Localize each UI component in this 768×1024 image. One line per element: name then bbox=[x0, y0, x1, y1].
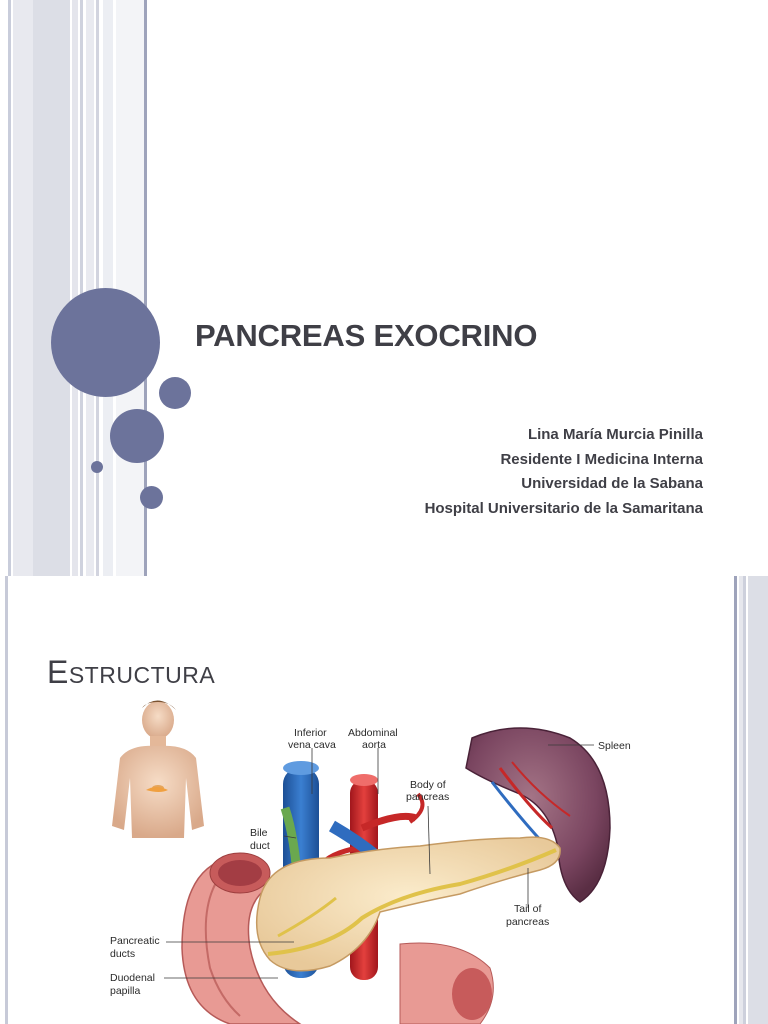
decorative-stripe bbox=[80, 0, 83, 576]
pancreas bbox=[255, 792, 561, 972]
label-leader-lines bbox=[164, 744, 594, 979]
author-hospital: Hospital Universitario de la Samaritana bbox=[424, 499, 703, 517]
author-name: Lina María Murcia Pinilla bbox=[527, 426, 703, 443]
author-role: Residente I Medicina Interna bbox=[500, 450, 703, 468]
decorative-circle-large bbox=[51, 288, 160, 397]
content-slide bbox=[0, 576, 768, 1024]
label-spleen: Spleen bbox=[598, 740, 631, 752]
label-pancreatic-ducts: Pancreatic ducts bbox=[110, 935, 163, 960]
decorative-stripe bbox=[86, 0, 94, 576]
decorative-stripe bbox=[116, 0, 144, 576]
label-tail-of-pancreas: Tail of pancreas bbox=[506, 903, 549, 928]
title-slide: PANCREAS EXOCRINO Lina María Murcia Pini… bbox=[8, 0, 703, 576]
decorative-stripe bbox=[0, 576, 5, 1024]
author-university: Universidad de la Sabana bbox=[521, 475, 703, 492]
decorative-stripe bbox=[743, 576, 746, 1024]
duodenum bbox=[181, 852, 494, 1024]
decorative-stripe bbox=[739, 576, 743, 1024]
decorative-stripe bbox=[5, 576, 8, 1024]
decorative-stripe bbox=[734, 576, 737, 1024]
title-rest: STRUCTURA bbox=[68, 662, 216, 688]
label-abdominal-aorta: Abdominal aorta bbox=[348, 727, 401, 751]
decorative-circle bbox=[140, 486, 163, 509]
slide-title: PANCREAS EXOCRINO bbox=[195, 318, 538, 353]
decorative-stripe bbox=[33, 0, 70, 576]
author-block: Lina María Murcia Pinilla Residente I Me… bbox=[425, 423, 703, 521]
slide-title: ESTRUCTURA bbox=[47, 654, 215, 691]
decorative-circle bbox=[159, 377, 191, 409]
title-initial: E bbox=[47, 654, 69, 690]
decorative-circle bbox=[110, 409, 164, 463]
human-figure-icon bbox=[112, 700, 204, 838]
decorative-stripe bbox=[8, 0, 11, 576]
vertical-rule bbox=[144, 0, 147, 576]
label-inferior-vena-cava: Inferior vena cava bbox=[288, 727, 336, 751]
label-bile-duct: Bile duct bbox=[250, 827, 270, 852]
decorative-circle-small bbox=[91, 461, 103, 473]
decorative-stripe bbox=[72, 0, 78, 576]
decorative-stripe bbox=[748, 576, 768, 1024]
decorative-stripe bbox=[13, 0, 33, 576]
label-duodenal-papilla: Duodenal papilla bbox=[110, 972, 158, 997]
label-body-of-pancreas: Body of pancreas bbox=[406, 779, 449, 803]
pancreas-anatomy-illustration: Inferior vena cava Abdominal aorta Body … bbox=[110, 700, 631, 1024]
